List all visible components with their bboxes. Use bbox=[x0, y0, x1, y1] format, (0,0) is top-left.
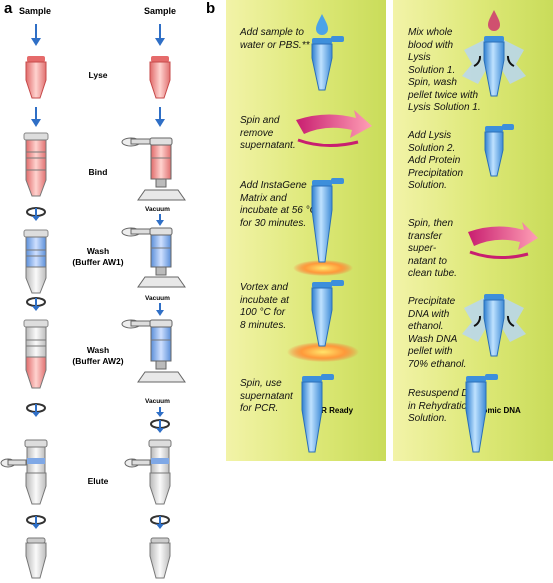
vacuum-column-icon bbox=[121, 227, 186, 288]
centrifuge-icon bbox=[468, 222, 538, 259]
tube-icon bbox=[465, 374, 498, 453]
step-bind-label: Bind bbox=[88, 167, 108, 177]
step-wash-aw1-label: Wash (Buffer AW1) bbox=[72, 246, 124, 267]
column-2-header: Sample bbox=[144, 6, 177, 16]
right-step-2-text: Add Lysis Solution 2. Add Protein Precip… bbox=[408, 130, 464, 191]
centrifuge-icon bbox=[26, 515, 46, 529]
panel-a-label: a bbox=[4, 0, 13, 17]
elute-tube-icon bbox=[0, 439, 48, 505]
centrifuge-icon bbox=[26, 297, 46, 311]
arrow-down-icon bbox=[156, 303, 164, 316]
mixing-tube-icon bbox=[462, 36, 526, 97]
heating-block-icon bbox=[293, 260, 353, 276]
heating-block-icon bbox=[287, 342, 359, 362]
centrifuge-icon bbox=[150, 419, 170, 433]
spin-column-icon bbox=[23, 229, 49, 294]
left-step-5-text: Spin, use supernatant for PCR. bbox=[240, 378, 293, 414]
step-wash-aw2-label: Wash (Buffer AW2) bbox=[72, 345, 124, 366]
left-step-4-text: Vortex and incubate at 100 °C for 8 minu… bbox=[240, 282, 289, 331]
tube-icon bbox=[311, 280, 344, 347]
arrow-down-icon bbox=[156, 214, 164, 226]
column-1-header: Sample bbox=[19, 6, 52, 16]
panel-a-workflow bbox=[0, 24, 186, 579]
centrifuge-icon bbox=[150, 515, 170, 529]
vacuum-label-1: Vacuum bbox=[145, 206, 170, 213]
vacuum-column-icon bbox=[121, 137, 186, 201]
centrifuge-icon bbox=[26, 403, 46, 417]
step-elute-label: Elute bbox=[87, 476, 109, 486]
left-step-2-text: Spin and remove supernatant. bbox=[240, 115, 296, 151]
blood-droplet-icon bbox=[488, 10, 500, 31]
lyse-tube-icon bbox=[149, 56, 171, 99]
right-step-3-text: Spin, then transfer super- natant to cle… bbox=[408, 218, 457, 279]
arrow-down-icon bbox=[156, 407, 164, 417]
mixing-tube-icon bbox=[462, 294, 526, 357]
panel-b-illustrations bbox=[287, 10, 538, 453]
final-tube-icon bbox=[25, 537, 47, 579]
spin-column-icon bbox=[23, 319, 49, 389]
tube-icon bbox=[311, 178, 344, 263]
final-tube-icon bbox=[149, 537, 171, 579]
left-step-1-text: Add sample to water or PBS.** bbox=[240, 27, 310, 51]
centrifuge-icon bbox=[26, 207, 46, 221]
lyse-tube-icon bbox=[25, 56, 47, 99]
tube-icon bbox=[301, 374, 334, 453]
tube-icon bbox=[484, 124, 514, 177]
arrow-down-icon bbox=[155, 24, 165, 127]
panel-b-label: b bbox=[206, 0, 216, 17]
left-step-3-text: Add InstaGene Matrix and incubate at 56 … bbox=[240, 180, 317, 229]
vacuum-label-3: Vacuum bbox=[145, 398, 170, 405]
step-lyse-label: Lyse bbox=[88, 70, 108, 80]
centrifuge-icon bbox=[296, 110, 372, 147]
genomic-dna-label: Genomic DNA bbox=[467, 406, 521, 415]
droplet-icon bbox=[316, 14, 328, 35]
spin-column-icon bbox=[23, 132, 49, 197]
arrow-down-icon bbox=[31, 24, 41, 127]
pcr-ready-label: PCR Ready bbox=[310, 406, 354, 415]
vacuum-column-icon bbox=[121, 319, 186, 383]
right-step-1-text: Mix whole blood with Lysis Solution 1. S… bbox=[408, 27, 481, 113]
vacuum-label-2: Vacuum bbox=[145, 295, 170, 302]
elute-tube-icon bbox=[124, 439, 172, 505]
tube-icon bbox=[311, 36, 344, 91]
right-step-4-text: Precipitate DNA with ethanol. Wash DNA p… bbox=[408, 296, 467, 370]
